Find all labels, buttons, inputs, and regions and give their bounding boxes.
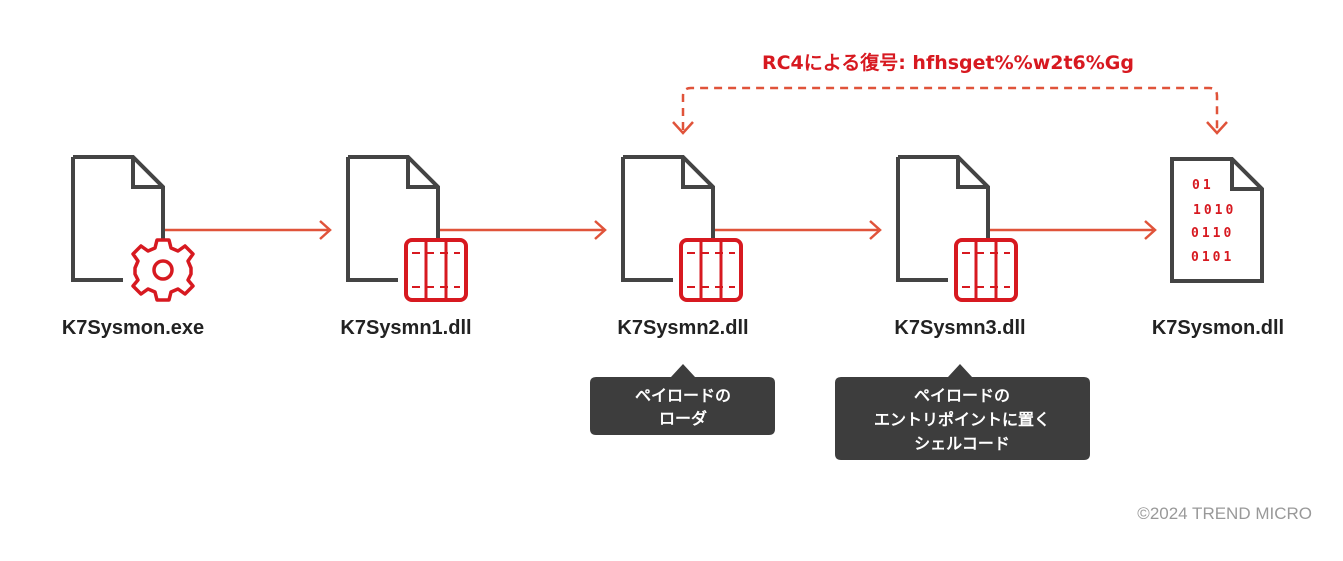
- copyright: ©2024 TREND MICRO: [1137, 504, 1312, 523]
- arrowhead-icon: [1206, 121, 1228, 135]
- decrypt-label: RC4による復号: hfhsget%%w2t6%Gg: [762, 51, 1134, 74]
- svg-text:ローダ: ローダ: [659, 409, 707, 428]
- svg-text:0101: 0101: [1191, 250, 1234, 265]
- arrowhead-icon: [672, 121, 694, 135]
- gear-icon: [131, 238, 195, 302]
- flow-arrows: [165, 220, 1157, 240]
- binary-icon: 01 1010 0110 0101: [1191, 178, 1236, 265]
- svg-text:エントリポイントに置く: エントリポイントに置く: [874, 410, 1050, 429]
- arrow-icon: [165, 220, 332, 240]
- file-label: K7Sysmn1.dll: [340, 317, 471, 339]
- svg-text:シェルコード: シェルコード: [914, 434, 1010, 453]
- file-k7sysmn1-dll: K7Sysmn1.dll: [340, 155, 472, 339]
- callout-loader: ペイロードの ローダ: [590, 364, 775, 435]
- callout-shellcode: ペイロードの エントリポイントに置く シェルコード: [835, 364, 1090, 460]
- library-icon: [679, 238, 743, 302]
- svg-text:01: 01: [1192, 178, 1214, 193]
- svg-text:0110: 0110: [1191, 226, 1234, 241]
- library-icon: [954, 238, 1018, 302]
- library-icon: [404, 238, 468, 302]
- arrow-icon: [440, 220, 607, 240]
- file-label: K7Sysmon.dll: [1152, 317, 1284, 339]
- file-label: K7Sysmn2.dll: [617, 317, 748, 339]
- svg-text:ペイロードの: ペイロードの: [635, 386, 731, 405]
- arrow-icon: [715, 220, 882, 240]
- file-k7sysmn2-dll: K7Sysmn2.dll: [617, 155, 749, 339]
- file-k7sysmn3-dll: K7Sysmn3.dll: [894, 155, 1026, 339]
- svg-text:ペイロードの: ペイロードの: [914, 386, 1010, 405]
- file-k7sysmon-dll: 01 1010 0110 0101 K7Sysmon.dll: [1152, 157, 1284, 339]
- file-icon: [1170, 157, 1264, 283]
- file-label: K7Sysmn3.dll: [894, 317, 1025, 339]
- file-label: K7Sysmon.exe: [62, 317, 204, 339]
- svg-text:1010: 1010: [1193, 203, 1236, 218]
- file-k7sysmon-exe: K7Sysmon.exe: [62, 155, 204, 339]
- decrypt-connector: [681, 86, 1219, 130]
- arrow-icon: [990, 220, 1157, 240]
